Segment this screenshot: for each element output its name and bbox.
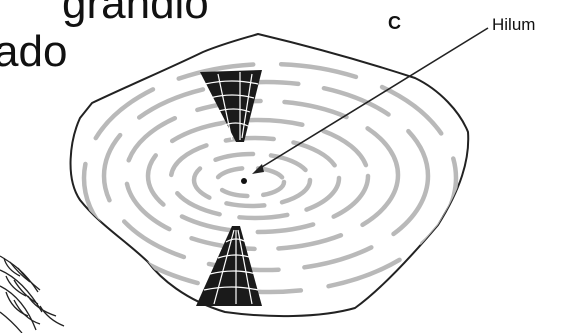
- plant-illustration-fragment: [0, 256, 64, 333]
- hilum-point: [241, 178, 247, 184]
